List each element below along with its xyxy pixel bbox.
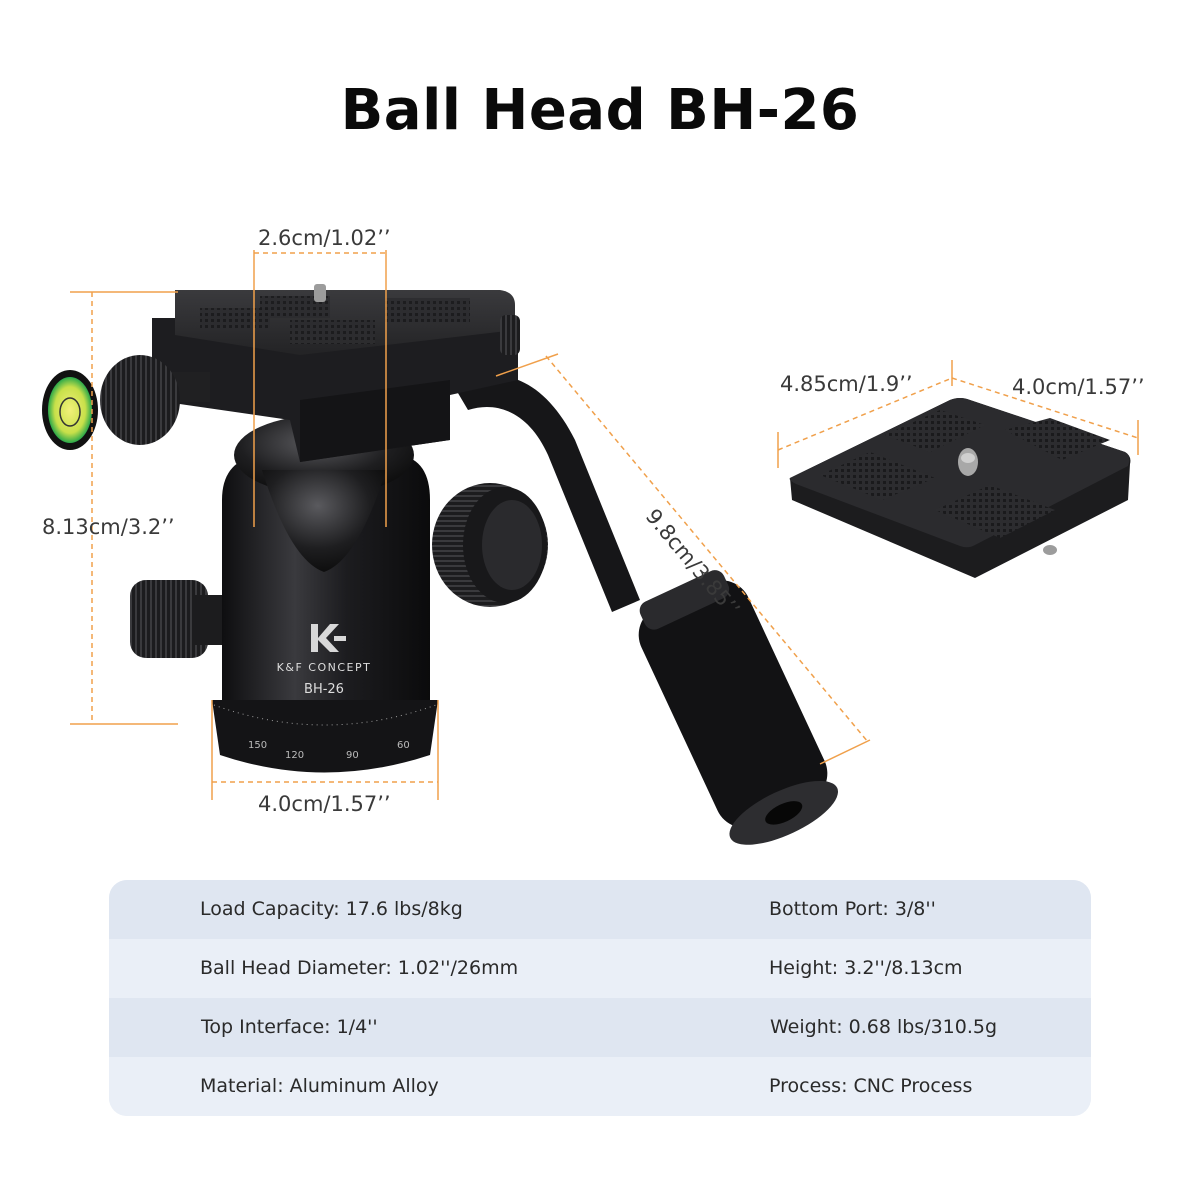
dimension-plate-length: 4.85cm/1.9’’ <box>780 372 913 396</box>
dimension-ball-diameter: 2.6cm/1.02’’ <box>258 226 391 250</box>
product-illustration: 150 120 90 60 K&F CONCEPT BH-26 <box>42 226 1145 845</box>
spec-material: Material:Aluminum Alloy <box>200 1075 439 1097</box>
spec-ball-head-diameter: Ball Head Diameter:1.02''/26mm <box>200 957 519 979</box>
dial-mark-120: 120 <box>285 750 304 761</box>
dimension-height: 8.13cm/3.2’’ <box>42 515 175 539</box>
spec-height: Height:3.2''/8.13cm <box>769 957 963 979</box>
bubble-level-icon <box>48 377 92 443</box>
spec-weight: Weight:0.68 lbs/310.5g <box>770 1016 998 1038</box>
dimension-base-diameter: 4.0cm/1.57’’ <box>258 792 391 816</box>
spec-row: Material:Aluminum Alloy Process:CNC Proc… <box>109 1057 1091 1116</box>
spec-row: Top Interface:1/4'' Weight:0.68 lbs/310.… <box>109 998 1091 1057</box>
spec-row: Load Capacity:17.6 lbs/8kg Bottom Port:3… <box>109 880 1091 939</box>
dimension-plate-width: 4.0cm/1.57’’ <box>1012 375 1145 399</box>
brand-name: K&F CONCEPT <box>277 661 372 674</box>
spec-row: Ball Head Diameter:1.02''/26mm Height:3.… <box>109 939 1091 998</box>
ball-head-product: 150 120 90 60 K&F CONCEPT BH-26 <box>42 284 839 845</box>
model-label: BH-26 <box>304 682 344 697</box>
kf-logo-icon <box>311 624 346 652</box>
dimension-lines <box>70 250 1139 800</box>
dial-mark-150: 150 <box>248 740 267 751</box>
dial-mark-60: 60 <box>397 740 410 751</box>
spec-load-capacity: Load Capacity:17.6 lbs/8kg <box>200 898 463 920</box>
spec-table: Load Capacity:17.6 lbs/8kg Bottom Port:3… <box>109 880 1091 1116</box>
dial-mark-90: 90 <box>346 750 359 761</box>
handle-grip <box>638 570 839 845</box>
spec-bottom-port: Bottom Port:3/8'' <box>769 898 936 920</box>
quick-release-plate <box>789 398 1131 578</box>
spec-process: Process:CNC Process <box>769 1075 973 1097</box>
page-title: Ball Head BH-26 <box>340 78 860 143</box>
spec-top-interface: Top Interface:1/4'' <box>201 1016 378 1038</box>
